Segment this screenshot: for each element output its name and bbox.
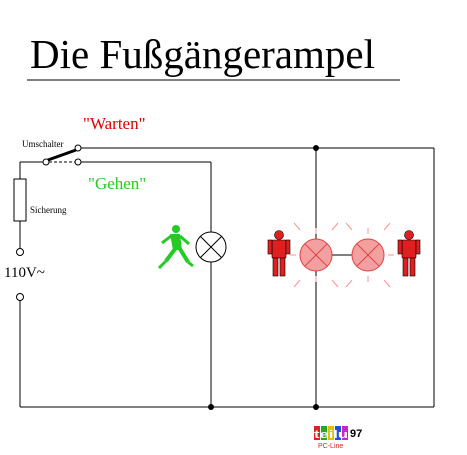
red-lamp-left <box>290 222 339 288</box>
switch-label: Umschalter <box>22 139 63 149</box>
power-terminal-top <box>16 248 24 256</box>
green-lamp <box>195 231 227 263</box>
logo-text: teilu <box>314 429 348 441</box>
diagram-title: Die Fußgängerampel <box>30 31 375 77</box>
logo-number: 97 <box>350 428 362 440</box>
junction-dot <box>208 404 214 410</box>
voltage-label: 110V~ <box>4 265 45 281</box>
wait-label: "Warten" <box>83 114 146 133</box>
junction-dot <box>313 404 319 410</box>
power-terminal-bottom <box>16 293 24 301</box>
standing-pedestrian-icon <box>267 230 291 277</box>
fuse-symbol <box>13 178 27 222</box>
fuse-label: Sicherung <box>30 205 67 215</box>
walking-pedestrian-icon <box>157 225 194 270</box>
publisher-logo: teilu 97 PC-Line <box>314 426 362 450</box>
red-lamp-right <box>345 222 394 288</box>
junction-dot <box>313 145 319 151</box>
standing-pedestrian-icon <box>397 230 421 277</box>
logo-subtext: PC-Line <box>318 443 343 450</box>
go-label: "Gehen" <box>88 174 146 193</box>
switch-symbol <box>42 144 82 166</box>
circuit-wires <box>19 147 435 408</box>
